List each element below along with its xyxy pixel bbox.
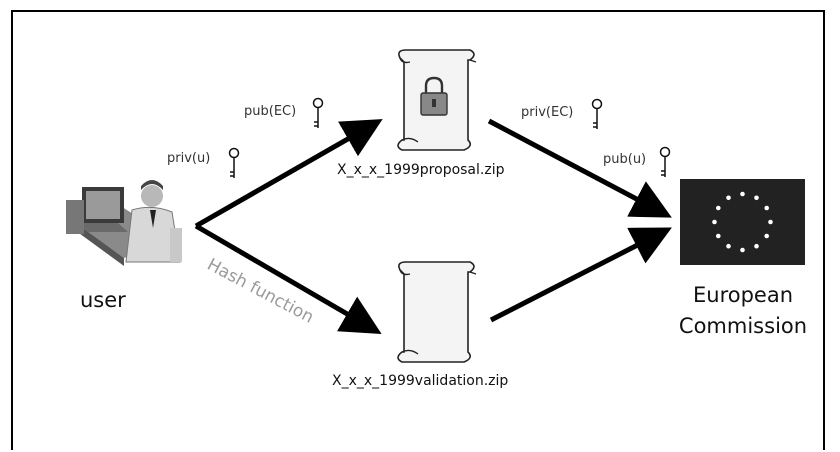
eu-flag-icon <box>680 179 805 265</box>
flag-star <box>754 195 759 201</box>
flag-star <box>726 243 731 249</box>
arrow-user-to-validation <box>194 223 382 335</box>
key-label-priv-u: priv(u) <box>167 151 210 166</box>
arrow-validation-to-ec <box>489 227 672 323</box>
flag-star <box>764 205 769 211</box>
flag-star <box>754 243 759 249</box>
key-icon <box>659 146 671 177</box>
key-label-pub-u: pub(u) <box>603 152 646 167</box>
arrow-proposal-to-ec <box>487 118 672 218</box>
key-label-priv-ec: priv(EC) <box>521 105 573 120</box>
key-icon <box>312 97 324 128</box>
flag-star <box>716 233 721 239</box>
recipient-name-line1: European <box>693 283 793 307</box>
flag-star <box>726 195 731 201</box>
user-label: user <box>80 288 126 312</box>
key-icon <box>591 98 603 129</box>
recipient-name-line2: Commission <box>679 314 807 338</box>
flag-star <box>740 247 745 253</box>
flag-star <box>764 233 769 239</box>
proposal-file-label: X_x_x_1999proposal.zip <box>337 162 505 178</box>
scroll-icon <box>397 261 477 363</box>
flag-star <box>716 205 721 211</box>
key-icon <box>228 147 240 178</box>
arrow-user-to-proposal <box>194 119 383 229</box>
user-computer-illustration <box>66 180 182 266</box>
flag-star <box>740 191 745 197</box>
flag-star <box>712 219 717 225</box>
scroll-lock-icon <box>397 49 477 151</box>
flag-star <box>768 219 773 225</box>
validation-file-label: X_x_x_1999validation.zip <box>332 373 508 389</box>
key-label-pub-ec: pub(EC) <box>244 104 296 119</box>
